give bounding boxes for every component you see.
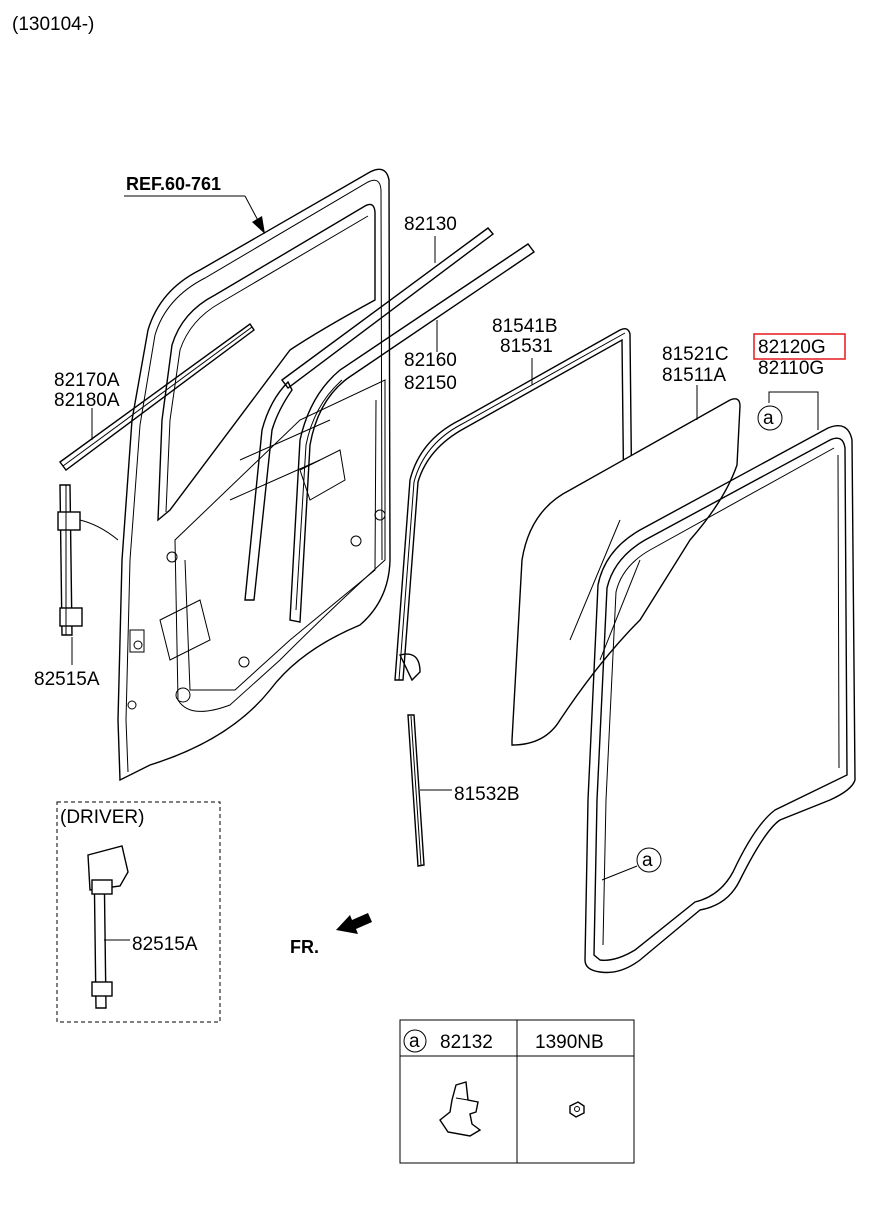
part-label-82170A: 82170A <box>54 370 120 391</box>
part-label-82150: 82150 <box>404 373 457 394</box>
belt-weatherstrip-inner-82170A[interactable] <box>59 323 255 471</box>
legend-part-82132: 82132 <box>440 1032 493 1053</box>
callout-marker-a-bottom: a <box>642 850 653 871</box>
legend-marker-a: a <box>409 1031 420 1052</box>
front-direction-arrow <box>336 913 372 934</box>
fastener-legend-table: a 82132 1390NB <box>399 1019 635 1164</box>
part-label-82515A: 82515A <box>34 669 100 690</box>
part-label-81531: 81531 <box>500 336 553 357</box>
part-label-82180A: 82180A <box>54 390 120 411</box>
part-label-82120G: 82120G <box>758 337 826 358</box>
clip-82132-icon[interactable] <box>439 1081 482 1137</box>
driver-window-regulator-82515A[interactable] <box>87 845 129 1009</box>
highlight-box-82120G <box>753 333 846 360</box>
part-label-82130: 82130 <box>404 214 457 235</box>
callout-marker-a-top: a <box>763 408 774 429</box>
delta-strip-81532B[interactable] <box>407 714 425 867</box>
part-label-81541B: 81541B <box>492 316 558 337</box>
part-label-81521C: 81521C <box>662 344 729 365</box>
part-label-81532B: 81532B <box>454 784 520 805</box>
part-label-82160: 82160 <box>404 350 457 371</box>
door-glass-81521C[interactable] <box>511 398 741 746</box>
front-direction-label: FR. <box>290 937 319 957</box>
reference-label: REF.60-761 <box>126 174 221 194</box>
part-label-81511A: 81511A <box>662 365 726 386</box>
window-regulator-82515A[interactable] <box>57 484 119 636</box>
door-weatherstrip-82120G[interactable] <box>584 425 856 974</box>
driver-variant-box <box>56 801 221 1023</box>
door-channel-82160-82150[interactable] <box>289 243 536 623</box>
belt-weatherstrip-outer-82130[interactable] <box>244 227 495 601</box>
door-panel <box>117 168 391 782</box>
driver-part-label-82515A: 82515A <box>132 934 198 955</box>
nut-1390NB-icon[interactable] <box>569 1101 585 1118</box>
part-label-82110G: 82110G <box>758 358 824 379</box>
legend-part-1390NB: 1390NB <box>535 1032 604 1053</box>
serial-range-label: (130104-) <box>12 14 94 35</box>
driver-label: (DRIVER) <box>60 807 144 828</box>
